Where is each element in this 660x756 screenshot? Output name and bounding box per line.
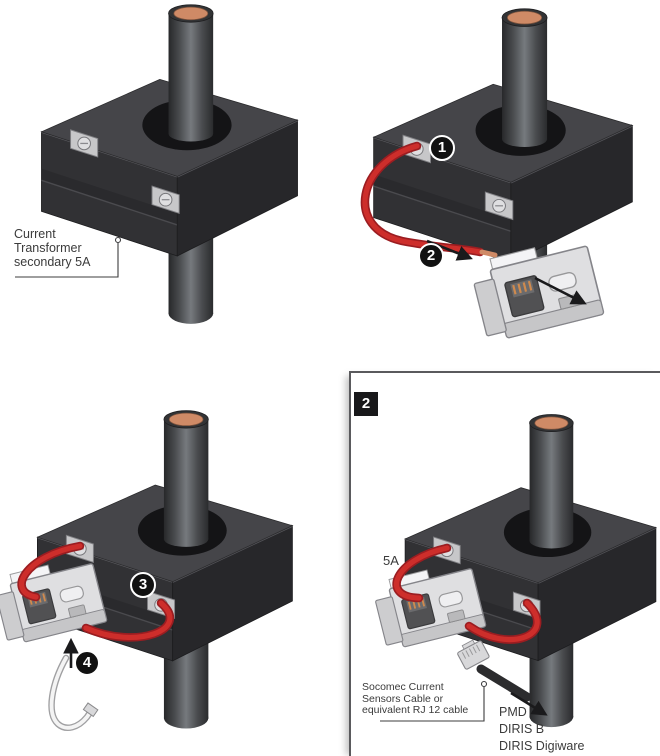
- wire-copper-tip: [479, 249, 498, 258]
- leader-endpoint-dot: [480, 680, 488, 688]
- current-transformer: [40, 3, 299, 326]
- step-marker-1: 1: [429, 135, 455, 161]
- label-line: secondary 5A: [14, 255, 91, 269]
- wiring-illustration: [360, 7, 634, 344]
- red-wire: [394, 545, 450, 601]
- step-marker-4: 4: [74, 650, 100, 676]
- transformer-illustration: [15, 3, 299, 326]
- label-line: Current: [14, 227, 56, 241]
- red-wire: [19, 543, 83, 600]
- sensor-cable-note: Socomec Current Sensors Cable or equival…: [362, 681, 492, 717]
- label-leader-line: [15, 243, 119, 278]
- slide-adapter-arrow-icon: [534, 276, 587, 305]
- current-transformer-label: Current Transformer secondary 5A: [14, 227, 134, 269]
- step-marker-2: 2: [418, 243, 444, 269]
- step-marker-3: 3: [130, 572, 156, 598]
- leader-endpoint-dot: [114, 236, 122, 244]
- note-line: Sensors Cable or: [362, 692, 444, 705]
- white-cable: [49, 656, 93, 730]
- note-line: Socomec Current: [362, 681, 444, 693]
- note-leader-line: [380, 687, 485, 722]
- panel-adapter-attachment-steps: 3 4: [0, 378, 330, 756]
- device-line: DIRIS Digiware: [499, 739, 585, 753]
- rj12-cable: [476, 664, 532, 702]
- white-cable-connector: [82, 702, 99, 718]
- panel-final-connection: 2 5A Socomec Current Sensors Cable or eq…: [349, 371, 660, 756]
- rj12-connector: [457, 639, 490, 670]
- label-line: Transformer: [14, 241, 82, 255]
- to-device-arrow-icon: [510, 691, 548, 716]
- device-line: PMD: [499, 705, 527, 719]
- red-wire: [83, 600, 173, 640]
- adapter-illustration: [0, 409, 294, 731]
- device-line: DIRIS B: [499, 722, 545, 736]
- panel-number-badge: 2: [354, 392, 378, 416]
- target-devices-label: PMD DIRIS B DIRIS Digiware: [499, 704, 584, 755]
- red-wire: [466, 600, 540, 643]
- panel-transformer-overview: Current Transformer secondary 5A: [0, 0, 330, 370]
- panel-wire-connection-steps: 1 2: [330, 0, 660, 370]
- note-line: equivalent RJ 12 cable: [362, 704, 469, 716]
- final-connection-illustration: [370, 413, 658, 729]
- secondary-current-label: 5A: [383, 553, 399, 568]
